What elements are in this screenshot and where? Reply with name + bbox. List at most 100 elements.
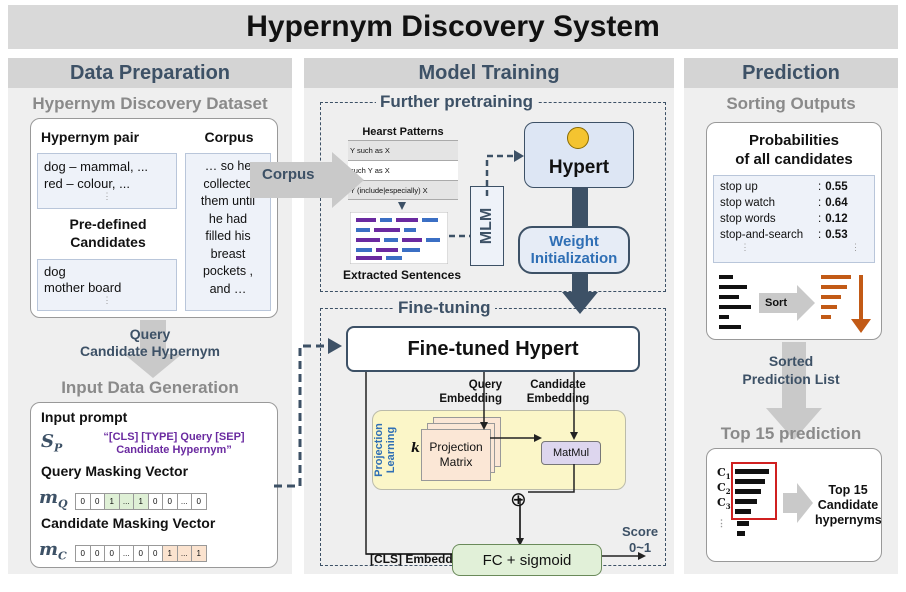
prob-score: 0.55 (825, 181, 848, 193)
corpus-line: collected (203, 176, 253, 191)
proj-matrix-line2: Matrix (439, 455, 473, 469)
prob-row: stop up:0.55 (720, 179, 868, 195)
hypert-label: Hypert (548, 157, 610, 178)
weight-init-box: Weight Initialization (518, 226, 630, 274)
colon: : (818, 197, 822, 209)
mask-cell: ... (176, 493, 192, 510)
prob-title: Probabilities of all candidates (707, 131, 881, 169)
finetuned-hypert-label: Fine-tuned Hypert (407, 337, 579, 360)
prob-score: 0.53 (825, 229, 848, 241)
prompt-line2: Candidate Hypernym” (116, 444, 232, 456)
prob-name: stop words (720, 213, 776, 225)
mask-cell: ... (118, 545, 134, 562)
sorting-title: Sorting Outputs (726, 94, 856, 113)
prompt-line1: “[CLS] [TYPE] Query [SEP] (103, 431, 245, 443)
score-line1: Score (622, 524, 659, 539)
mask-cell: 0 (147, 493, 163, 510)
dataset-card: Hypernym pair dog – mammal, ... red – co… (30, 118, 278, 318)
corpus-line: them until (200, 194, 256, 208)
prob-name: stop-and-search (720, 229, 804, 241)
query-emb-line2: Embedding (439, 393, 502, 405)
sorted-down-arrow-icon (766, 342, 822, 440)
mask-cell: 0 (191, 493, 207, 510)
prob-score: 0.64 (825, 197, 848, 209)
colon: : (818, 229, 822, 241)
top15-line1: Top 15 (828, 483, 868, 497)
mask-cell: 0 (75, 545, 91, 562)
sort-label: Sort (765, 297, 787, 309)
top15-title: Top 15 prediction (720, 424, 862, 443)
data-prep-header: Data Preparation (8, 58, 292, 88)
further-pretraining-label: Further pretraining (376, 92, 538, 112)
bert-face-icon (567, 127, 589, 149)
mask-cell: 0 (133, 545, 149, 562)
pair-line-2: red – colour, ... (44, 176, 130, 191)
prob-list: stop up:0.55 stop watch:0.64 stop words:… (713, 175, 875, 263)
sorted-list-label: Sorted Prediction List (684, 352, 898, 388)
c-sub: 1 (725, 472, 731, 482)
colon: : (818, 181, 822, 193)
model-training-column: Model Training Further pretraining Hears… (304, 58, 674, 576)
mlm-box: MLM (470, 186, 504, 266)
candidates-box: dog mother board ⋮ (37, 259, 177, 311)
predefined-label-line1: Pre-defined (69, 216, 147, 232)
c-label: C1 (717, 467, 731, 482)
vertical-ellipsis-icon: ⋮ (717, 518, 726, 529)
c-label: C2 (717, 482, 731, 497)
fc-sigmoid-box: FC + sigmoid (452, 544, 602, 576)
colon: : (818, 213, 822, 225)
mask-cell: 0 (162, 493, 178, 510)
hearst-row: Y (include|especially) X (348, 180, 458, 200)
page-title: Hypernym Discovery System (246, 10, 660, 43)
prob-row: stop words:0.12 (720, 211, 868, 227)
matmul-box: MatMul (541, 441, 601, 465)
c-label: C3 (717, 497, 731, 512)
top15-graphic (731, 462, 813, 536)
fine-tuning-label: Fine-tuning (394, 298, 495, 318)
mq-symbol: mQ (39, 487, 68, 511)
dataset-title: Hypernym Discovery Dataset (32, 94, 268, 113)
prob-row: stop-and-search:0.53 (720, 227, 868, 243)
hearst-table: Y such as X such Y as X Y (include|espec… (348, 140, 458, 200)
model-training-header: Model Training (304, 58, 674, 88)
sp-symbol: SP (41, 431, 62, 455)
weight-init-line1: Weight (549, 233, 599, 250)
prob-title-line2: of all candidates (735, 151, 853, 168)
input-card: Input prompt SP “[CLS] [TYPE] Query [SEP… (30, 402, 278, 568)
corpus-label: Corpus (204, 129, 254, 145)
mask-cell: 0 (147, 545, 163, 562)
data-preparation-column: Data Preparation Hypernym Discovery Data… (8, 58, 292, 574)
mq-sub: Q (58, 497, 68, 511)
c-labels: C1 C2 C3 ⋮ (717, 467, 731, 530)
corpus-line: filled his (205, 229, 251, 243)
mq-letter: m (39, 487, 59, 508)
c-letter: C (717, 496, 726, 510)
mc-letter: m (39, 539, 59, 560)
query-candidate-label: Query Candidate Hypernym (8, 326, 292, 360)
score-line2: 0~1 (629, 540, 652, 555)
weight-init-line2: Initialization (530, 250, 618, 267)
pair-line-1: dog – mammal, ... (44, 159, 149, 174)
corpus-line: and … (209, 281, 247, 296)
mask-cell: ... (176, 545, 192, 562)
sorted-line2: Prediction List (742, 371, 840, 387)
mc-sub: C (58, 549, 67, 563)
title-bar: Hypernym Discovery System (8, 5, 898, 49)
predefined-label-line2: Candidates (70, 234, 146, 250)
prediction-header: Prediction (684, 58, 898, 88)
predefined-label: Pre-defined Candidates (35, 215, 181, 251)
down-arrow-icon (124, 320, 182, 378)
vertical-ellipsis-icon: ⋮ (102, 295, 112, 305)
top15-label: Top 15 Candidate hypernyms (815, 483, 882, 528)
prob-title-line1: Probabilities (748, 132, 840, 149)
prob-row: stop watch:0.64 (720, 195, 868, 211)
query-label-line1: Query (129, 326, 171, 342)
sort-graphic (719, 275, 871, 333)
mask-cell: ... (118, 493, 134, 510)
c-sub: 2 (725, 487, 731, 497)
vertical-ellipsis-icon: ⋮⋮ (740, 242, 861, 252)
finetuned-hypert-box: Fine-tuned Hypert (346, 326, 640, 372)
hearst-row: such Y as X (348, 160, 458, 180)
sp-sub: P (54, 441, 63, 455)
